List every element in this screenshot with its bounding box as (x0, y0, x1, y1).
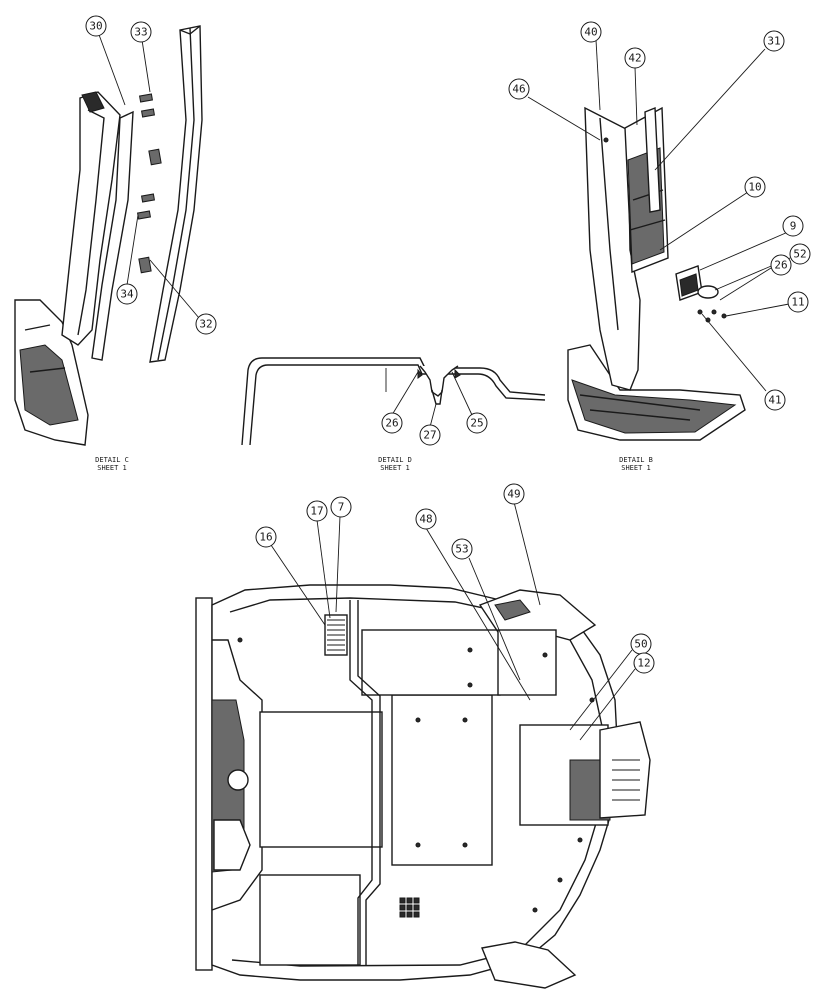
svg-text:DETAIL D: DETAIL D (378, 456, 412, 464)
svg-text:10: 10 (748, 181, 761, 194)
balloon-b-52: 52 (789, 243, 811, 265)
svg-text:33: 33 (134, 26, 147, 39)
balloon-b-31: 31 (763, 30, 785, 52)
balloon-main-50: 50 (630, 633, 652, 655)
balloon-b-40: 40 (580, 21, 602, 43)
svg-text:26: 26 (385, 417, 398, 430)
svg-text:SHEET 1: SHEET 1 (621, 464, 651, 472)
svg-text:16: 16 (259, 531, 272, 544)
balloon-main-12: 12 (633, 652, 655, 674)
svg-text:DETAIL B: DETAIL B (619, 456, 653, 464)
balloon-main-49: 49 (503, 483, 525, 505)
svg-text:7: 7 (338, 501, 345, 514)
svg-text:50: 50 (634, 638, 647, 651)
balloon-main-17: 17 (306, 500, 328, 522)
balloon-b-11: 11 (787, 291, 809, 313)
balloon-d-26: 26 (381, 412, 403, 434)
balloon-b-26: 26 (770, 254, 792, 276)
svg-text:32: 32 (199, 318, 212, 331)
detail-c-caption: DETAIL C SHEET 1 (95, 456, 129, 472)
svg-text:12: 12 (637, 657, 650, 670)
svg-text:52: 52 (793, 248, 806, 261)
balloon-d-25: 25 (466, 412, 488, 434)
detail-d-drawing (241, 357, 546, 446)
balloon-b-41: 41 (764, 389, 786, 411)
main-plan-view (195, 584, 651, 989)
svg-text:48: 48 (419, 513, 432, 526)
svg-text:27: 27 (423, 429, 436, 442)
svg-text:17: 17 (310, 505, 323, 518)
balloon-c-30: 30 (85, 15, 107, 37)
balloon-main-7: 7 (330, 496, 352, 518)
svg-text:25: 25 (470, 417, 483, 430)
svg-text:42: 42 (628, 52, 641, 65)
svg-text:46: 46 (512, 83, 525, 96)
balloon-c-33: 33 (130, 21, 152, 43)
svg-text:26: 26 (774, 259, 787, 272)
svg-text:34: 34 (120, 288, 134, 301)
balloon-main-48: 48 (415, 508, 437, 530)
balloon-b-42: 42 (624, 47, 646, 69)
detail-c-drawing (14, 25, 203, 446)
svg-text:SHEET 1: SHEET 1 (97, 464, 127, 472)
svg-text:11: 11 (791, 296, 804, 309)
balloon-b-10: 10 (744, 176, 766, 198)
balloon-b-46: 46 (508, 78, 530, 100)
balloon-c-32: 32 (195, 313, 217, 335)
svg-text:9: 9 (790, 220, 797, 233)
svg-text:40: 40 (584, 26, 597, 39)
svg-text:41: 41 (768, 394, 781, 407)
svg-text:53: 53 (455, 543, 468, 556)
detail-b-caption: DETAIL B SHEET 1 (619, 456, 653, 472)
svg-text:DETAIL C: DETAIL C (95, 456, 129, 464)
balloon-main-16: 16 (255, 526, 277, 548)
svg-text:49: 49 (507, 488, 520, 501)
balloon-main-53: 53 (451, 538, 473, 560)
balloon-b-9: 9 (782, 215, 804, 237)
svg-text:SHEET 1: SHEET 1 (380, 464, 410, 472)
detail-d-caption: DETAIL D SHEET 1 (378, 456, 412, 472)
svg-text:31: 31 (767, 35, 780, 48)
detail-b-drawing (567, 106, 746, 441)
svg-text:30: 30 (89, 20, 102, 33)
balloon-d-27: 27 (419, 424, 441, 446)
balloon-c-34: 34 (116, 283, 138, 305)
